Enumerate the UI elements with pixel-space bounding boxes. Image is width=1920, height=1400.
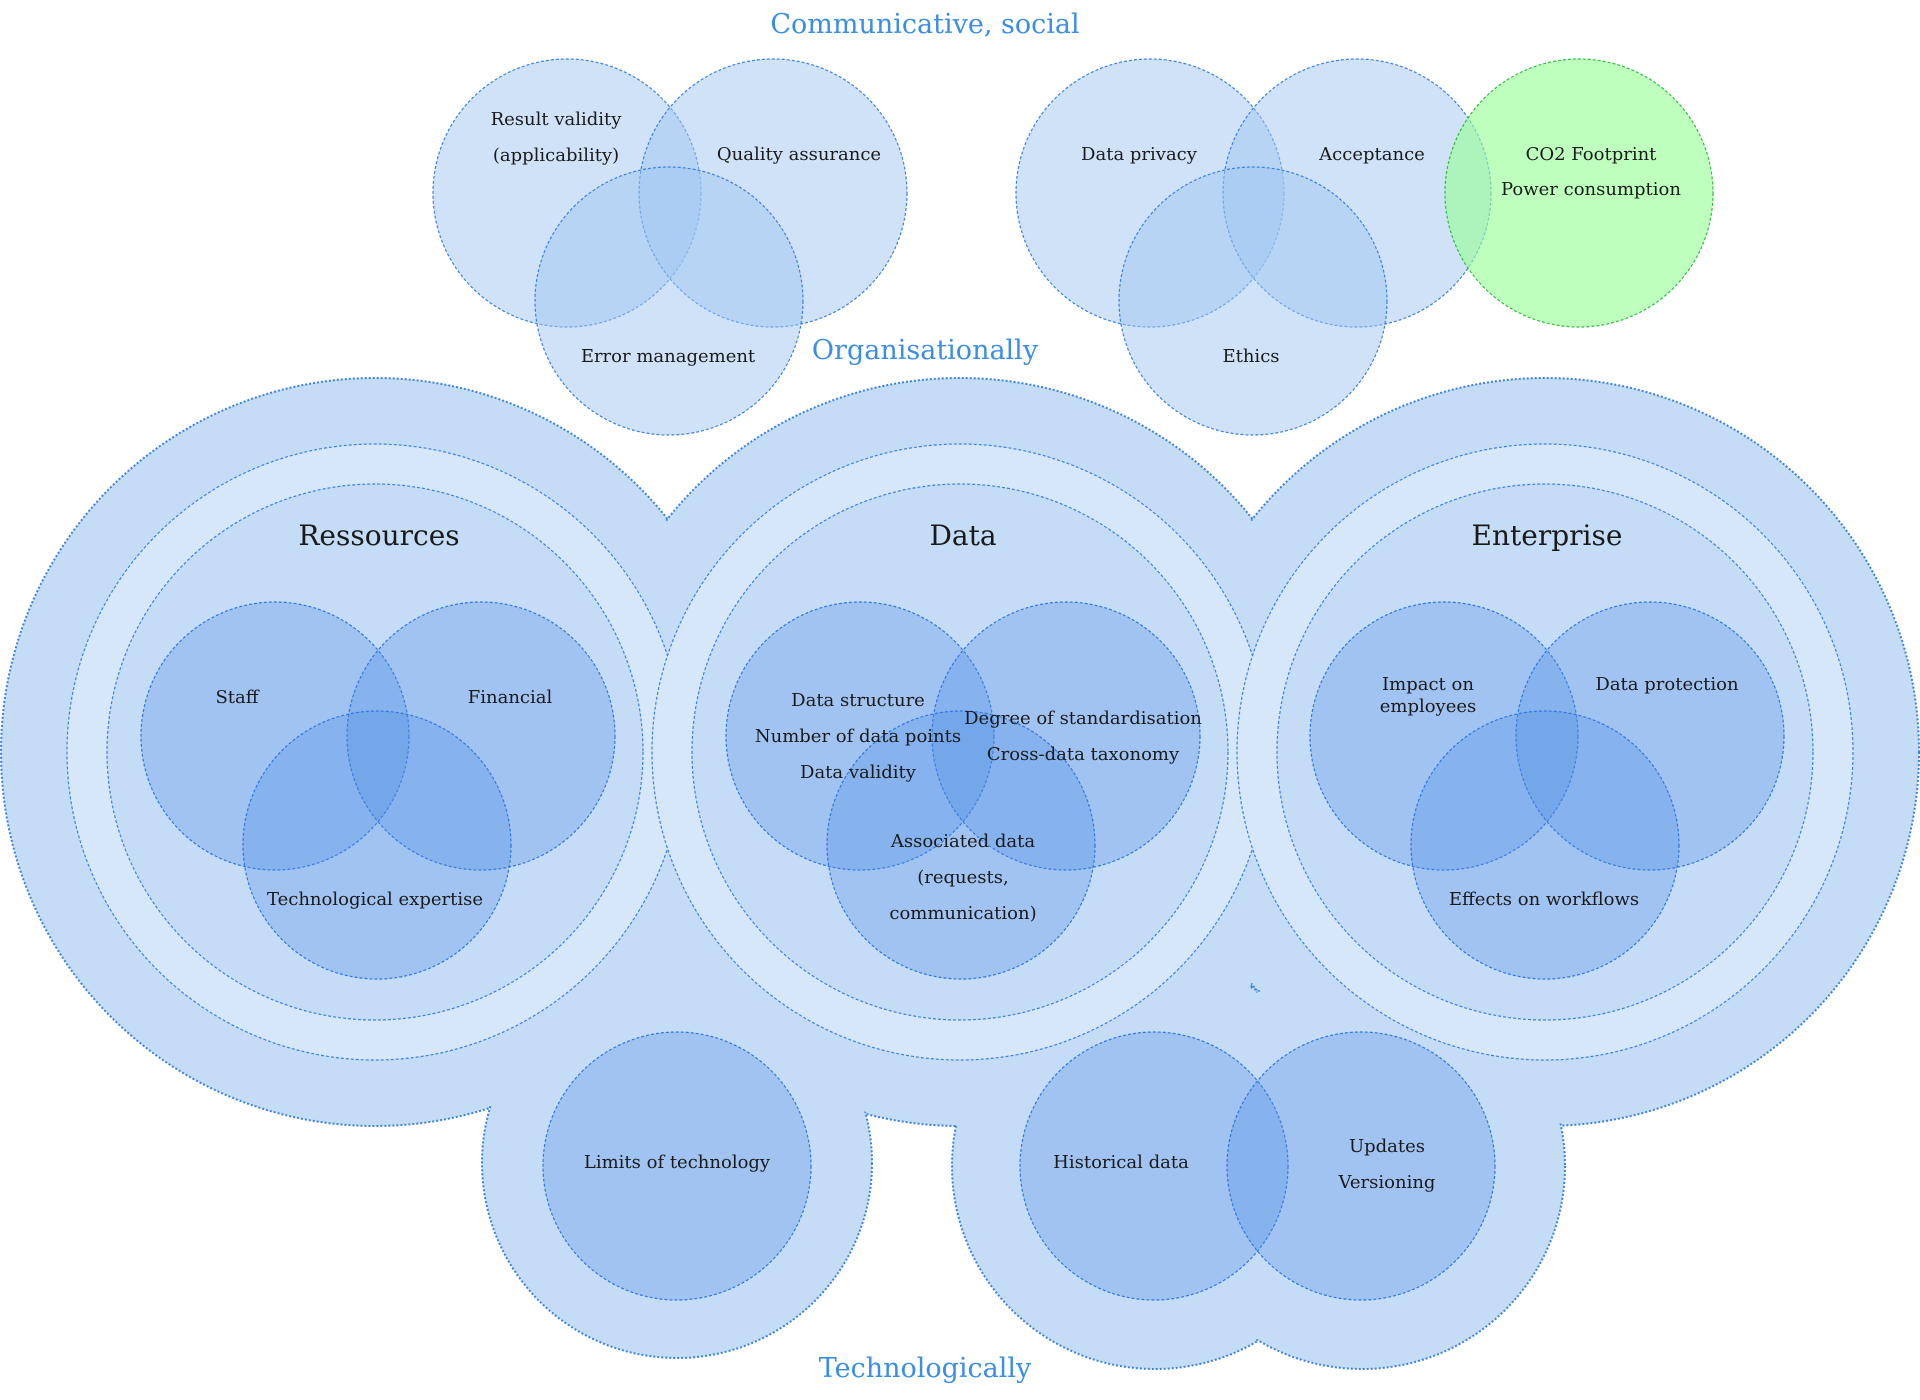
enterprise-inner xyxy=(1276,483,1814,1021)
label-line: Data validity xyxy=(800,762,917,783)
label-line: Degree of standardisation xyxy=(964,708,1202,729)
standardisation-circle xyxy=(931,601,1201,871)
label-line: Cross-data taxonomy xyxy=(987,744,1180,765)
enterprise-title: Enterprise xyxy=(1472,519,1623,552)
label-line: Versioning xyxy=(1338,1172,1436,1193)
enterprise-venn xyxy=(1309,601,1785,980)
impact-circle xyxy=(1309,601,1579,871)
label-line: communication) xyxy=(889,903,1036,924)
label-line: (applicability) xyxy=(493,145,619,166)
tech-expertise-label: Technological expertise xyxy=(267,889,483,910)
label-line: Result validity xyxy=(491,109,623,130)
label-line: Acceptance xyxy=(1318,144,1425,165)
label-line: Associated data xyxy=(890,831,1035,852)
staff-circle xyxy=(140,601,410,871)
bottom-venn xyxy=(542,1031,1496,1301)
associated-data-circle xyxy=(826,710,1096,980)
staff-label: Staff xyxy=(215,687,259,708)
label-line: Technological expertise xyxy=(267,889,483,910)
label-line: Impact on xyxy=(1382,674,1474,695)
top-right-venn xyxy=(1015,58,1714,436)
result-validity-label: Result validity (applicability) xyxy=(491,109,623,166)
category-organisationally: Organisationally xyxy=(812,335,1039,366)
data-venn xyxy=(725,601,1201,980)
label-line: Error management xyxy=(581,346,756,367)
ressources-venn xyxy=(140,601,616,980)
associated-data-label: Associated data (requests, communication) xyxy=(889,831,1036,924)
financial-label: Financial xyxy=(468,687,553,708)
label-line: Data structure xyxy=(791,690,925,711)
outer-seam-cover xyxy=(1161,965,1563,1367)
error-management-label: Error management xyxy=(581,346,756,367)
data-title: Data xyxy=(929,519,996,552)
limits-circle xyxy=(542,1031,812,1301)
data-protection-label: Data protection xyxy=(1595,674,1739,695)
label-line: Updates xyxy=(1349,1136,1425,1157)
label-line: Data privacy xyxy=(1081,144,1198,165)
label-line: Historical data xyxy=(1053,1152,1189,1173)
data-structure-circle xyxy=(725,601,995,871)
workflows-label: Effects on workflows xyxy=(1449,889,1639,910)
label-line: Limits of technology xyxy=(584,1152,771,1173)
data-inner xyxy=(691,483,1229,1021)
acceptance-label: Acceptance xyxy=(1318,144,1425,165)
error-management-circle xyxy=(534,166,804,436)
ethics-label: Ethics xyxy=(1222,346,1279,367)
ressources-title: Ressources xyxy=(298,519,459,552)
updates-circle xyxy=(1226,1031,1496,1301)
label-line: Data protection xyxy=(1595,674,1739,695)
ethics-circle xyxy=(1118,166,1388,436)
label-line: Number of data points xyxy=(755,726,961,747)
label-line: Quality assurance xyxy=(717,144,881,165)
top-left-venn xyxy=(432,58,908,436)
label-line: Ethics xyxy=(1222,346,1279,367)
label-line: Financial xyxy=(468,687,553,708)
label-line: employees xyxy=(1380,696,1477,717)
data-protection-circle xyxy=(1515,601,1785,871)
quality-assurance-label: Quality assurance xyxy=(717,144,881,165)
label-line: Staff xyxy=(215,687,259,708)
data-privacy-label: Data privacy xyxy=(1081,144,1198,165)
tech-expertise-circle xyxy=(242,710,512,980)
label-line: Power consumption xyxy=(1501,179,1681,200)
workflows-circle xyxy=(1410,710,1680,980)
historical-label: Historical data xyxy=(1053,1152,1189,1173)
historical-circle xyxy=(1019,1031,1289,1301)
label-line: Effects on workflows xyxy=(1449,889,1639,910)
limits-label: Limits of technology xyxy=(584,1152,771,1173)
ressources-inner xyxy=(106,483,644,1021)
label-line: (requests, xyxy=(917,867,1008,888)
category-technologically: Technologically xyxy=(819,1353,1032,1384)
co2-circle xyxy=(1444,58,1714,328)
label-line: CO2 Footprint xyxy=(1526,144,1658,165)
category-communicative: Communicative, social xyxy=(770,9,1079,40)
financial-circle xyxy=(346,601,616,871)
